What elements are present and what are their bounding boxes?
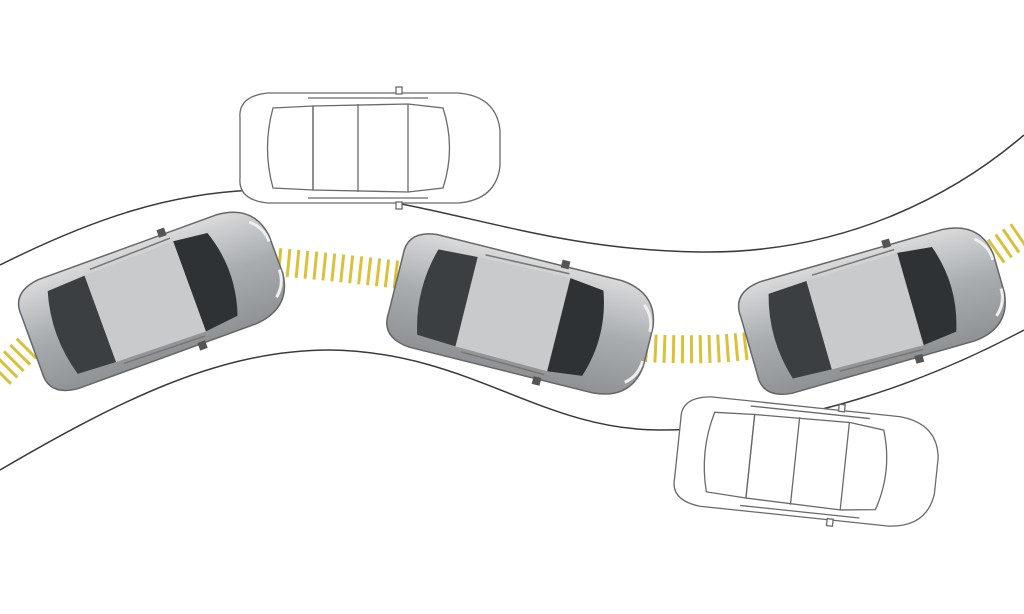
distance-link-icon [0,335,40,385]
road-edge-bottom [0,329,1024,471]
distance-link-icon [644,332,750,364]
distance-link-icon [986,220,1024,264]
road-edge-top [0,134,1024,266]
car-icon [239,86,501,210]
distance-link-icon [276,248,402,289]
